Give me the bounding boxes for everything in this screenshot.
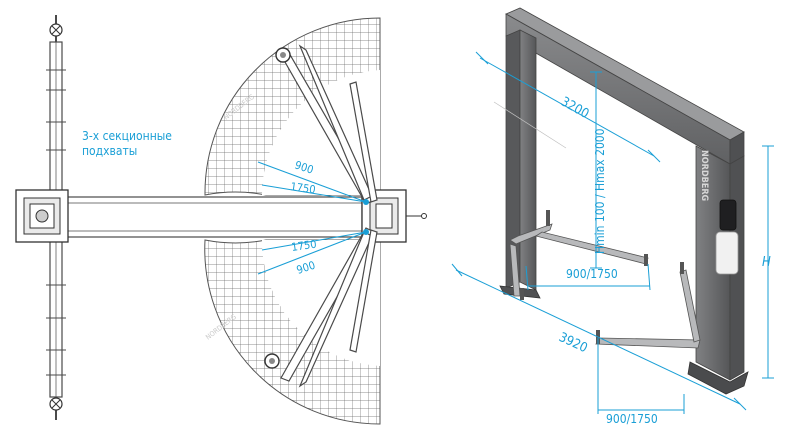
base-label: 3920	[556, 330, 589, 356]
lower-lift-arms	[280, 227, 378, 388]
oil-tank-icon	[715, 231, 739, 275]
width-label: 3200	[558, 94, 591, 122]
dim-900-lower: 900	[295, 259, 317, 277]
top-beam-top	[505, 7, 745, 141]
plan-dimension-lines	[257, 161, 367, 275]
top-beam-front	[505, 13, 731, 165]
control-box-icon	[719, 199, 737, 231]
callout-line1: 3-х секционные	[82, 129, 172, 143]
dim-1750-upper: 1750	[290, 180, 317, 196]
right-arms	[595, 269, 701, 349]
dim-1750-lower: 1750	[291, 238, 318, 254]
height-label: Hmin 100 / Hmax 2000	[593, 128, 607, 254]
column-brand: NORDBERG	[699, 150, 709, 202]
dim-900-upper: 900	[293, 158, 315, 176]
left-arms	[509, 223, 649, 297]
arm-label-upper: 900/1750	[566, 267, 618, 281]
arm-label-lower: 900/1750	[606, 412, 658, 426]
upper-lift-arms	[280, 44, 378, 205]
h-label: H	[762, 255, 771, 270]
plan-view: 3-х секционные подхваты 900 1750 1750 90…	[15, 15, 427, 425]
iso-view: NORDBERG	[451, 7, 774, 426]
left-column	[519, 29, 537, 291]
iso-dimension-lines	[451, 51, 774, 414]
callout-line2: подхваты	[82, 144, 137, 158]
